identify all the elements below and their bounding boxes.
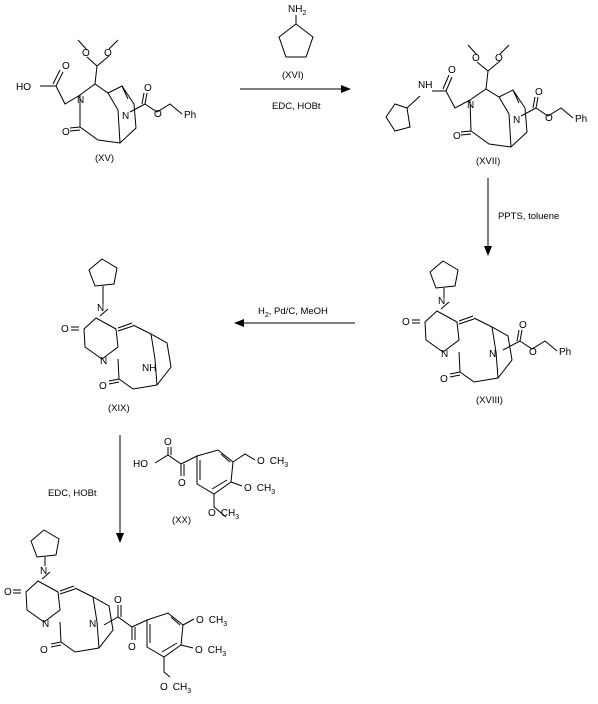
conditions-r4: EDC, HOBt [48, 488, 97, 499]
atom-o: O [99, 381, 107, 392]
atom-o: O [82, 48, 90, 59]
atom-o: O [529, 347, 537, 358]
atom-nh: NH [142, 363, 156, 374]
compound-xx [154, 447, 256, 518]
atom-n: N [77, 95, 84, 106]
compound-xvii [385, 44, 574, 148]
atom-o: O [114, 595, 122, 606]
compound-xv [40, 39, 183, 144]
atom-n: N [89, 619, 96, 630]
atom-o: O [440, 374, 448, 385]
compound-label-xv: (XV) [95, 153, 114, 164]
compound-label-xx: (XX) [172, 515, 191, 526]
atom-ph: Ph [184, 110, 196, 121]
atom-o: O [104, 48, 112, 59]
atom-o: O [453, 131, 461, 142]
atom-n: N [513, 115, 520, 126]
atom-ph: Ph [575, 114, 587, 125]
atom-ho: HO [16, 82, 31, 93]
conditions-r2: PPTS, toluene [498, 211, 559, 222]
atom-o: O [154, 109, 162, 120]
atom-o: O [472, 53, 480, 64]
atom-o: O [495, 53, 503, 64]
atom-n: N [122, 111, 129, 122]
compound-xviii [412, 260, 558, 383]
atom-o: O [178, 478, 186, 489]
atom-n: N [40, 566, 47, 577]
atom-n: N [489, 349, 496, 360]
atom-n: N [441, 349, 448, 360]
atom-o: O [545, 113, 553, 124]
atom-o: O [61, 324, 69, 335]
conditions-r3: H2, Pd/C, MeOH [258, 306, 328, 319]
atom-n: N [42, 619, 49, 630]
atom-o: O [4, 587, 12, 598]
atom-o: O [62, 61, 70, 72]
atom-o: O [62, 127, 70, 138]
atom-n: N [100, 356, 107, 367]
atom-ph: Ph [559, 347, 571, 358]
atom-o: O [519, 320, 527, 331]
compound-final [13, 529, 195, 678]
compound-xvi [278, 15, 314, 58]
compound-label-xviii: (XVIII) [476, 395, 503, 406]
compound-label-xvi: (XVI) [282, 70, 304, 81]
atom-o: O [144, 83, 152, 94]
atom-o: O [128, 642, 136, 653]
atom-o: O [535, 87, 543, 98]
atom-o: O [402, 317, 410, 328]
compound-label-xix: (XIX) [108, 403, 130, 414]
atom-o: O [164, 437, 172, 448]
compound-xix [71, 258, 172, 390]
atom-n: N [438, 296, 445, 307]
atom-ho: HO [133, 459, 148, 470]
atom-nh: NH [418, 80, 432, 91]
atom-o: O [40, 645, 48, 656]
atom-n: N [97, 303, 104, 314]
atom-n: N [467, 100, 474, 111]
compound-label-xvii: (XVII) [476, 156, 500, 167]
conditions-r1: EDC, HOBt [272, 101, 321, 112]
atom-nh2: NH2 [288, 4, 306, 17]
atom-o: O [448, 65, 456, 76]
